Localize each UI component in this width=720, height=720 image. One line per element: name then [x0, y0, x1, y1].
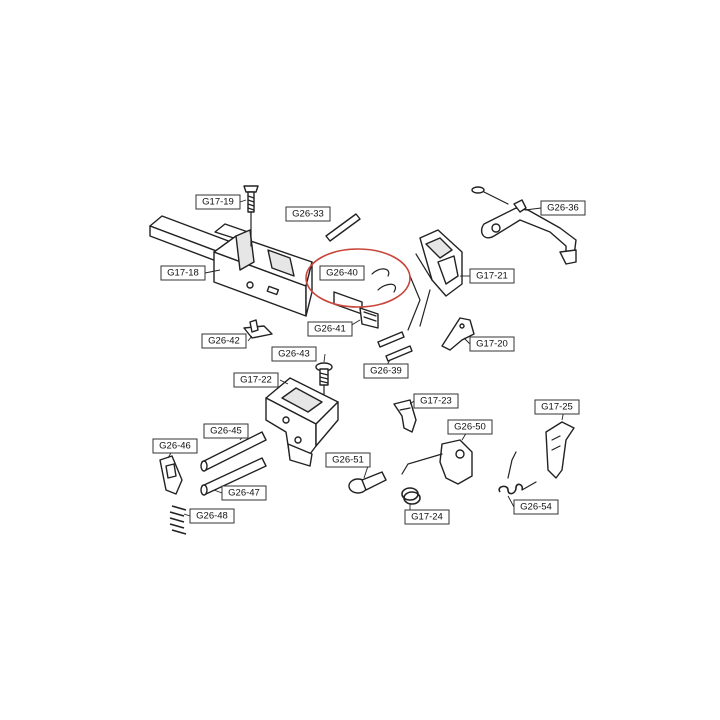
svg-text:G26-51: G26-51: [332, 455, 364, 466]
svg-text:G26-54: G26-54: [520, 502, 552, 513]
svg-text:G26-39: G26-39: [370, 366, 402, 377]
svg-text:G26-43: G26-43: [278, 349, 310, 360]
svg-text:G26-46: G26-46: [159, 441, 191, 452]
part-housing-g17-22: [265, 377, 339, 467]
part-spring-g17-24: [401, 487, 421, 505]
svg-text:G26-50: G26-50: [454, 422, 486, 433]
label-g26-45: G26-45: [203, 423, 249, 439]
label-g26-50: G26-50: [447, 419, 493, 435]
part-block-g26-50: [401, 439, 473, 485]
svg-text:G17-24: G17-24: [411, 512, 443, 523]
svg-text:G17-19: G17-19: [202, 197, 234, 208]
label-g17-24: G17-24: [404, 509, 450, 525]
svg-text:G17-22: G17-22: [240, 375, 272, 386]
label-g17-22: G17-22: [233, 372, 279, 388]
part-spring-g26-54: [498, 451, 537, 495]
label-g17-20: G17-20: [469, 336, 515, 352]
part-rail-g17-18: [149, 211, 313, 317]
label-g17-23: G17-23: [413, 393, 459, 409]
svg-text:G26-47: G26-47: [228, 488, 260, 499]
part-lever-g26-36: [471, 186, 577, 265]
label-g17-21: G17-21: [469, 268, 515, 284]
label-g26-43: G26-43: [271, 346, 317, 362]
svg-text:G26-48: G26-48: [196, 511, 228, 522]
label-g26-46: G26-46: [152, 438, 198, 454]
part-block-g26-46: [159, 455, 183, 495]
part-trigger-bar-g17-25: [545, 421, 575, 479]
label-g26-54: G26-54: [513, 499, 559, 515]
label-g26-40: G26-40: [319, 265, 365, 281]
svg-text:G26-45: G26-45: [210, 426, 242, 437]
svg-text:G26-42: G26-42: [208, 336, 240, 347]
label-g17-18: G17-18: [160, 265, 206, 281]
label-g26-41: G26-41: [307, 321, 353, 337]
label-g26-36: G26-36: [540, 200, 586, 216]
svg-text:G17-20: G17-20: [476, 339, 508, 350]
part-pins-g26-39: [377, 331, 413, 362]
part-g17-23: [393, 399, 417, 433]
label-g26-48: G26-48: [189, 508, 235, 524]
highlight-ellipse-g26-40: [305, 248, 411, 308]
label-g26-47: G26-47: [221, 485, 267, 501]
part-plunger-g26-51: [348, 471, 387, 494]
svg-text:G26-33: G26-33: [292, 209, 324, 220]
part-clip-g26-42: [243, 319, 273, 339]
part-pin-g26-47: [200, 457, 267, 496]
part-g17-20: [441, 317, 475, 351]
label-g26-51: G26-51: [325, 452, 371, 468]
svg-text:G26-36: G26-36: [547, 203, 579, 214]
svg-text:G26-41: G26-41: [314, 324, 346, 335]
part-g26-41: [333, 291, 379, 329]
svg-text:G17-25: G17-25: [541, 402, 573, 413]
part-screw-g17-19: [243, 185, 259, 213]
part-pin-g26-45: [200, 431, 267, 472]
svg-text:G17-23: G17-23: [420, 396, 452, 407]
label-g17-25: G17-25: [534, 399, 580, 415]
part-spring-g26-48: [169, 505, 187, 535]
label-g26-39: G26-39: [363, 363, 409, 379]
part-pin-g26-33: [325, 213, 361, 242]
part-spring-g26-40: [371, 268, 396, 293]
part-housing-g17-21: [407, 229, 463, 331]
label-g26-33: G26-33: [285, 206, 331, 222]
svg-text:G17-18: G17-18: [167, 268, 199, 279]
label-g17-19: G17-19: [195, 194, 241, 210]
svg-text:G17-21: G17-21: [476, 271, 508, 282]
label-g26-42: G26-42: [201, 333, 247, 349]
svg-text:G26-40: G26-40: [326, 268, 358, 279]
